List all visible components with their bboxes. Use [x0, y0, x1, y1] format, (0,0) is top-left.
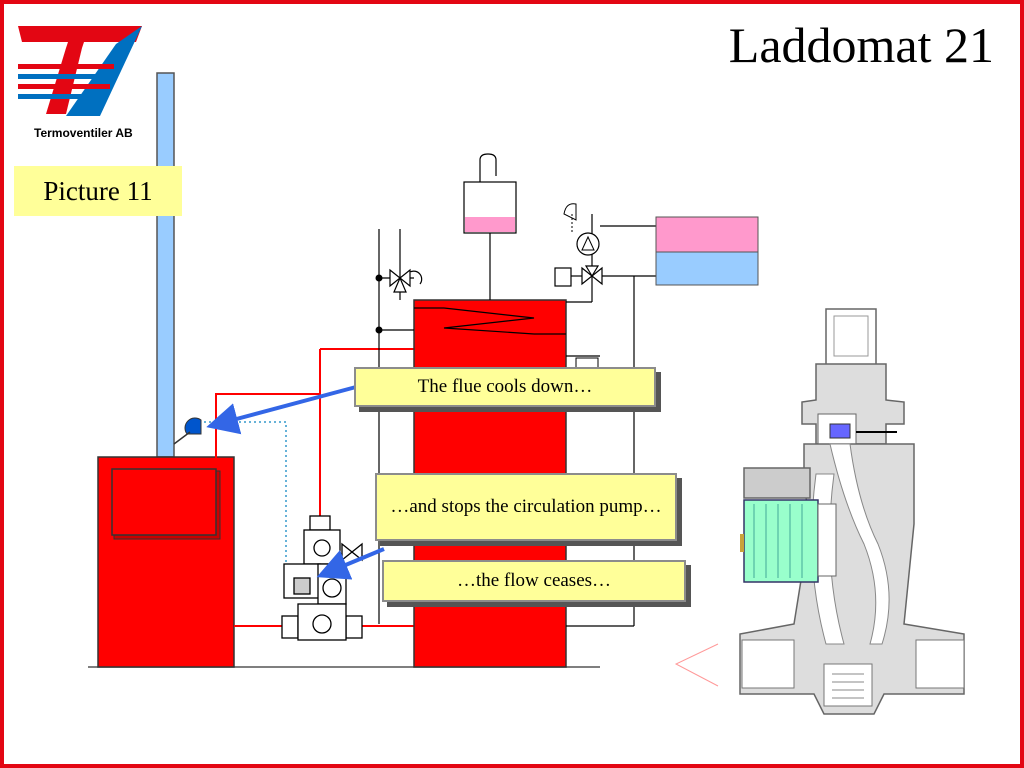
laddomat-cross-section	[674, 308, 965, 715]
chimney	[156, 72, 175, 458]
callout-pump: …and stops the circulation pump…	[375, 473, 677, 541]
callout-arrows	[206, 385, 385, 580]
company-logo	[18, 26, 142, 116]
company-name: Termoventiler AB	[34, 126, 133, 140]
slide-title: Laddomat 21	[728, 17, 994, 73]
callout-flow: …the flow ceases…	[382, 560, 686, 602]
picture-label: Picture 11	[14, 166, 182, 216]
system-pipes	[378, 214, 656, 627]
sensor-capillary	[173, 417, 287, 584]
laddomat-unit-small	[281, 515, 363, 641]
callout-flue: The flue cools down…	[354, 367, 656, 407]
radiator-circuit	[554, 203, 759, 369]
boiler	[97, 456, 235, 668]
expansion-vessel	[463, 153, 517, 234]
mixing-valve-left	[389, 268, 423, 293]
